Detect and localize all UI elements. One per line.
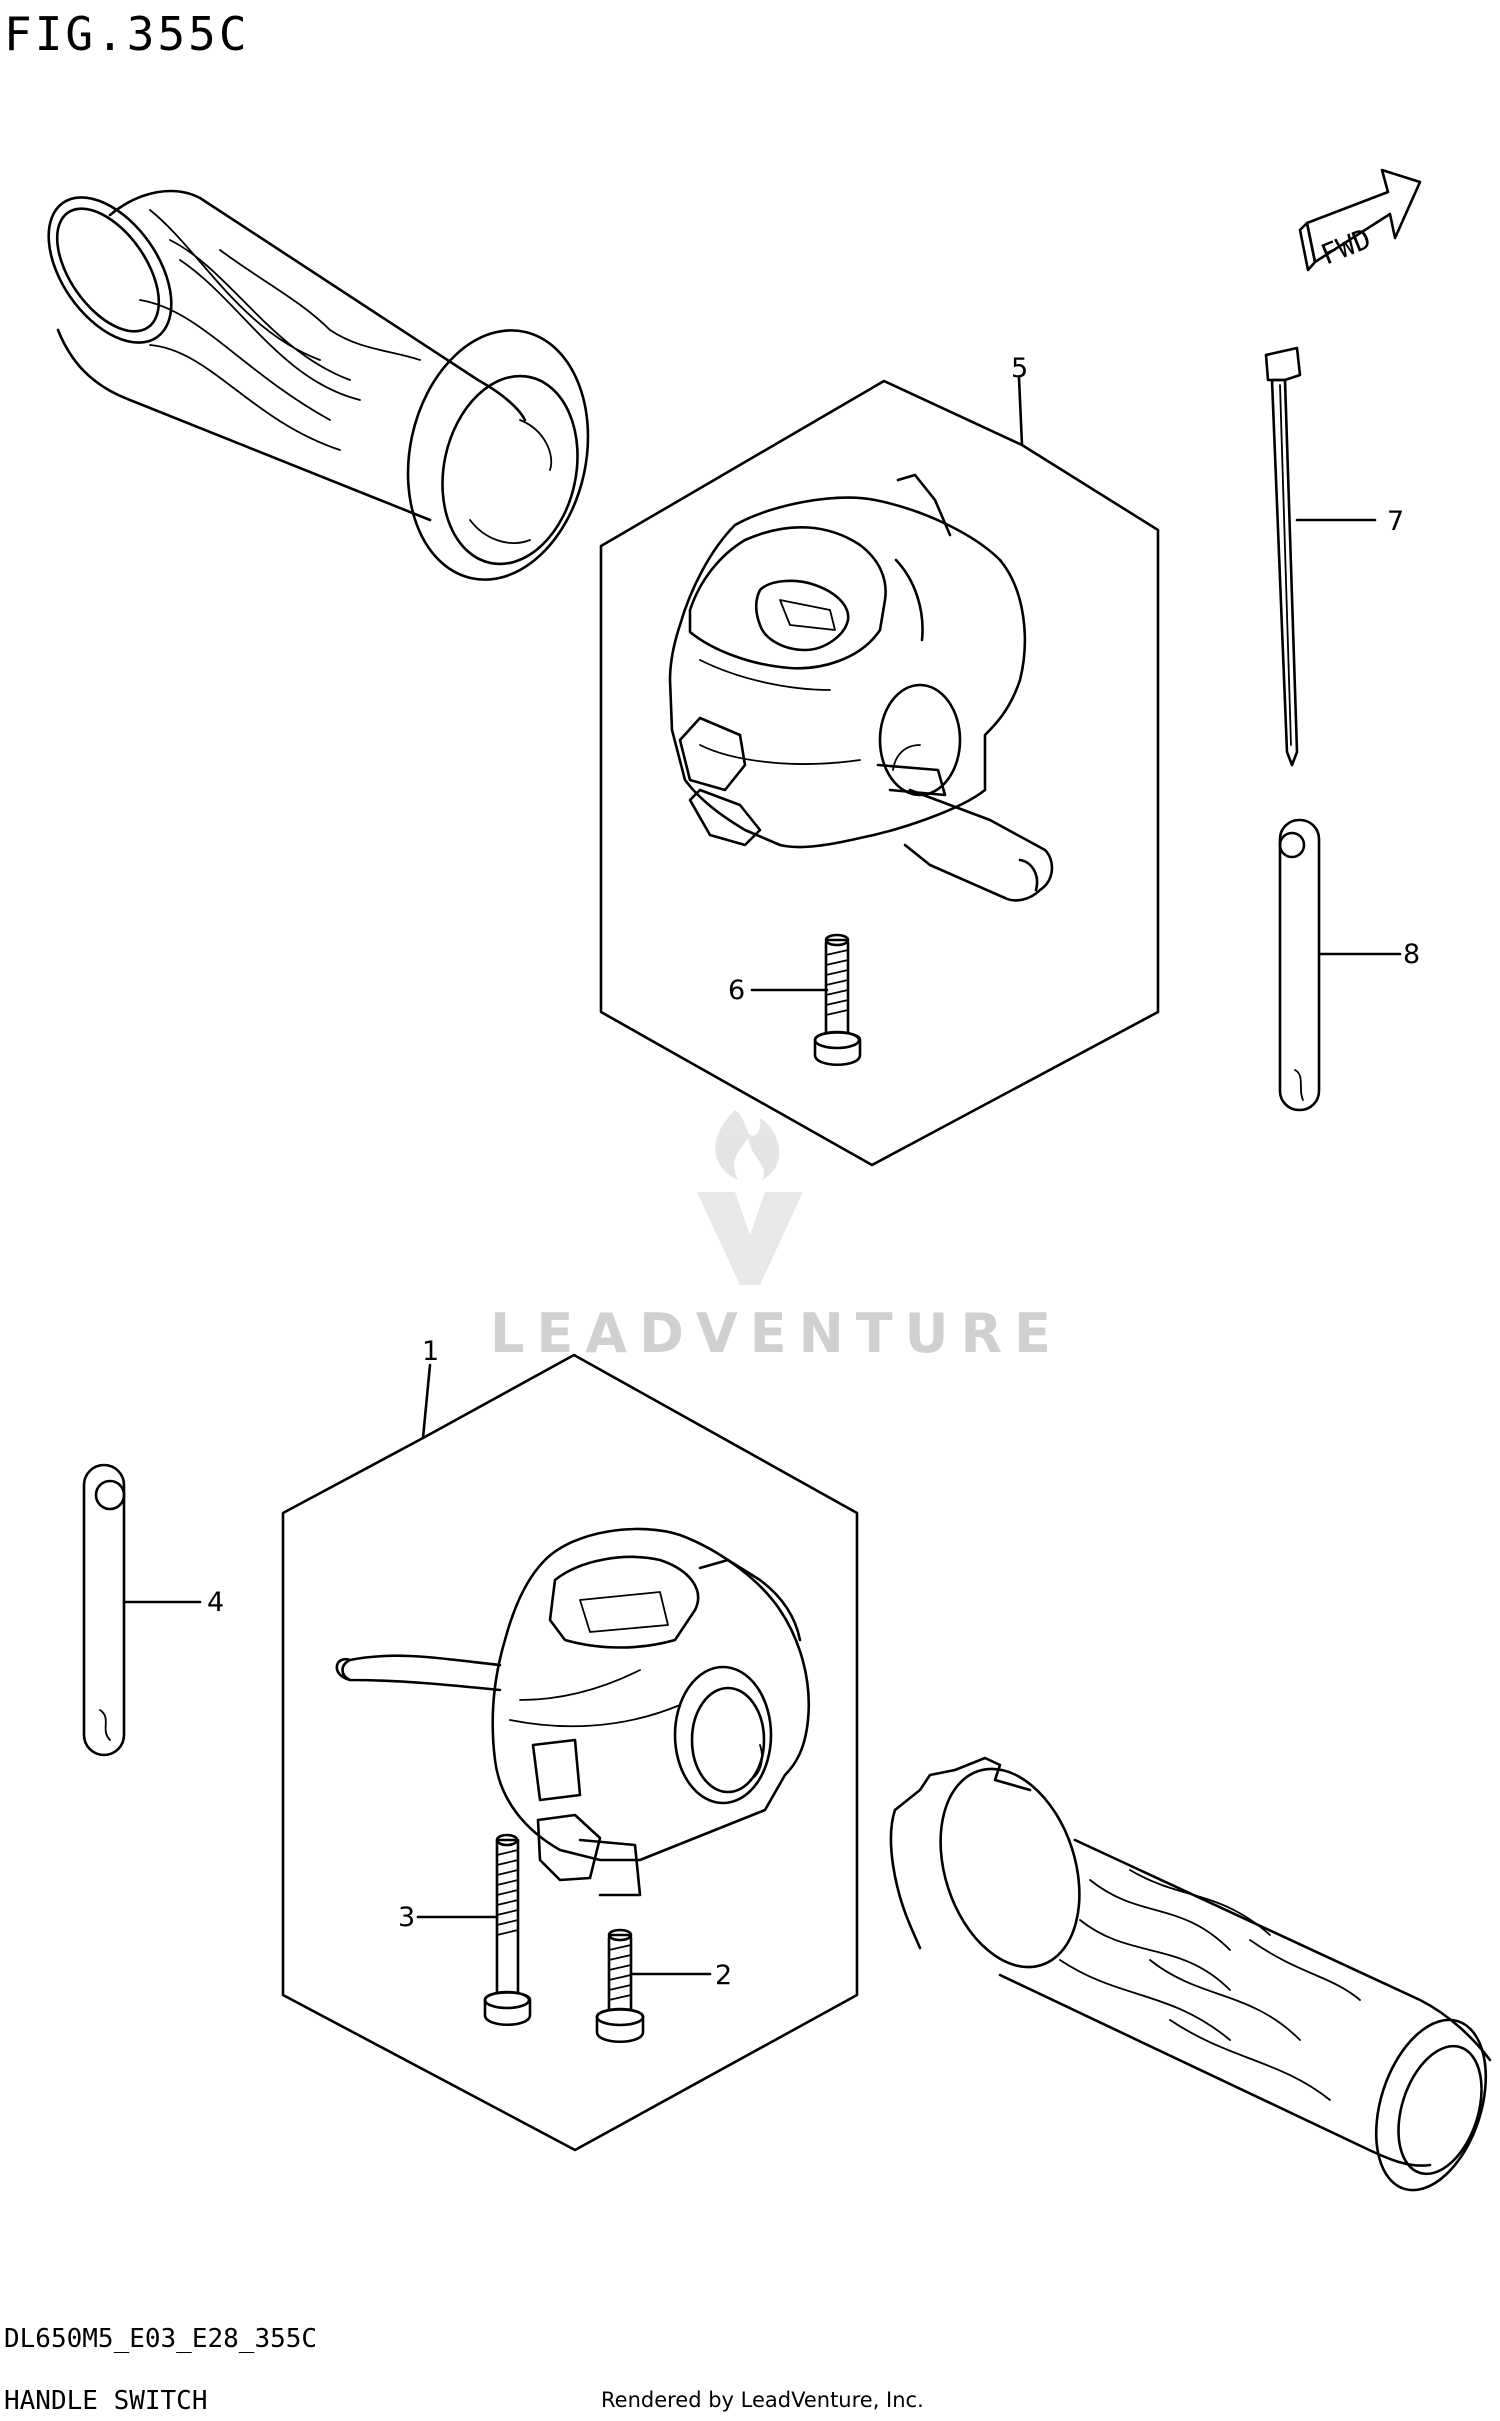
cable-tie-part-7 <box>1264 346 1302 767</box>
forward-arrow-icon: FWD <box>1298 168 1422 271</box>
model-code: DL650M5_E03_E28_355C <box>4 2324 317 2354</box>
screw-part-6 <box>813 933 862 1066</box>
callout-7: 7 <box>1387 506 1404 537</box>
callout-8: 8 <box>1403 939 1420 970</box>
throttle-grip <box>47 189 590 581</box>
screw-part-3 <box>483 1833 532 2026</box>
watermark-text: LEADVENTURE <box>490 1302 1063 1365</box>
handlebar-grip-left <box>889 1756 1492 2192</box>
figure-title: FIG.355C <box>4 7 250 61</box>
screw-part-2 <box>595 1928 645 2043</box>
callout-1: 1 <box>422 1336 439 1367</box>
callout-leaders <box>122 376 1402 1976</box>
callout-2: 2 <box>715 1960 732 1991</box>
callout-6: 6 <box>728 975 745 1006</box>
right-handle-switch-assembly <box>668 473 1054 902</box>
group-boundary-1 <box>281 1353 859 2152</box>
section-name: HANDLE SWITCH <box>4 2386 208 2416</box>
callout-4: 4 <box>207 1587 224 1618</box>
callout-5: 5 <box>1011 353 1028 384</box>
clamp-part-8 <box>1278 818 1321 1112</box>
clamp-part-4 <box>82 1463 126 1757</box>
group-boundary-5 <box>599 379 1160 1167</box>
left-handle-switch-assembly <box>335 1527 811 1897</box>
leadventure-flame-logo <box>697 1110 803 1285</box>
callout-3: 3 <box>398 1902 415 1933</box>
render-credit: Rendered by LeadVenture, Inc. <box>601 2388 924 2412</box>
